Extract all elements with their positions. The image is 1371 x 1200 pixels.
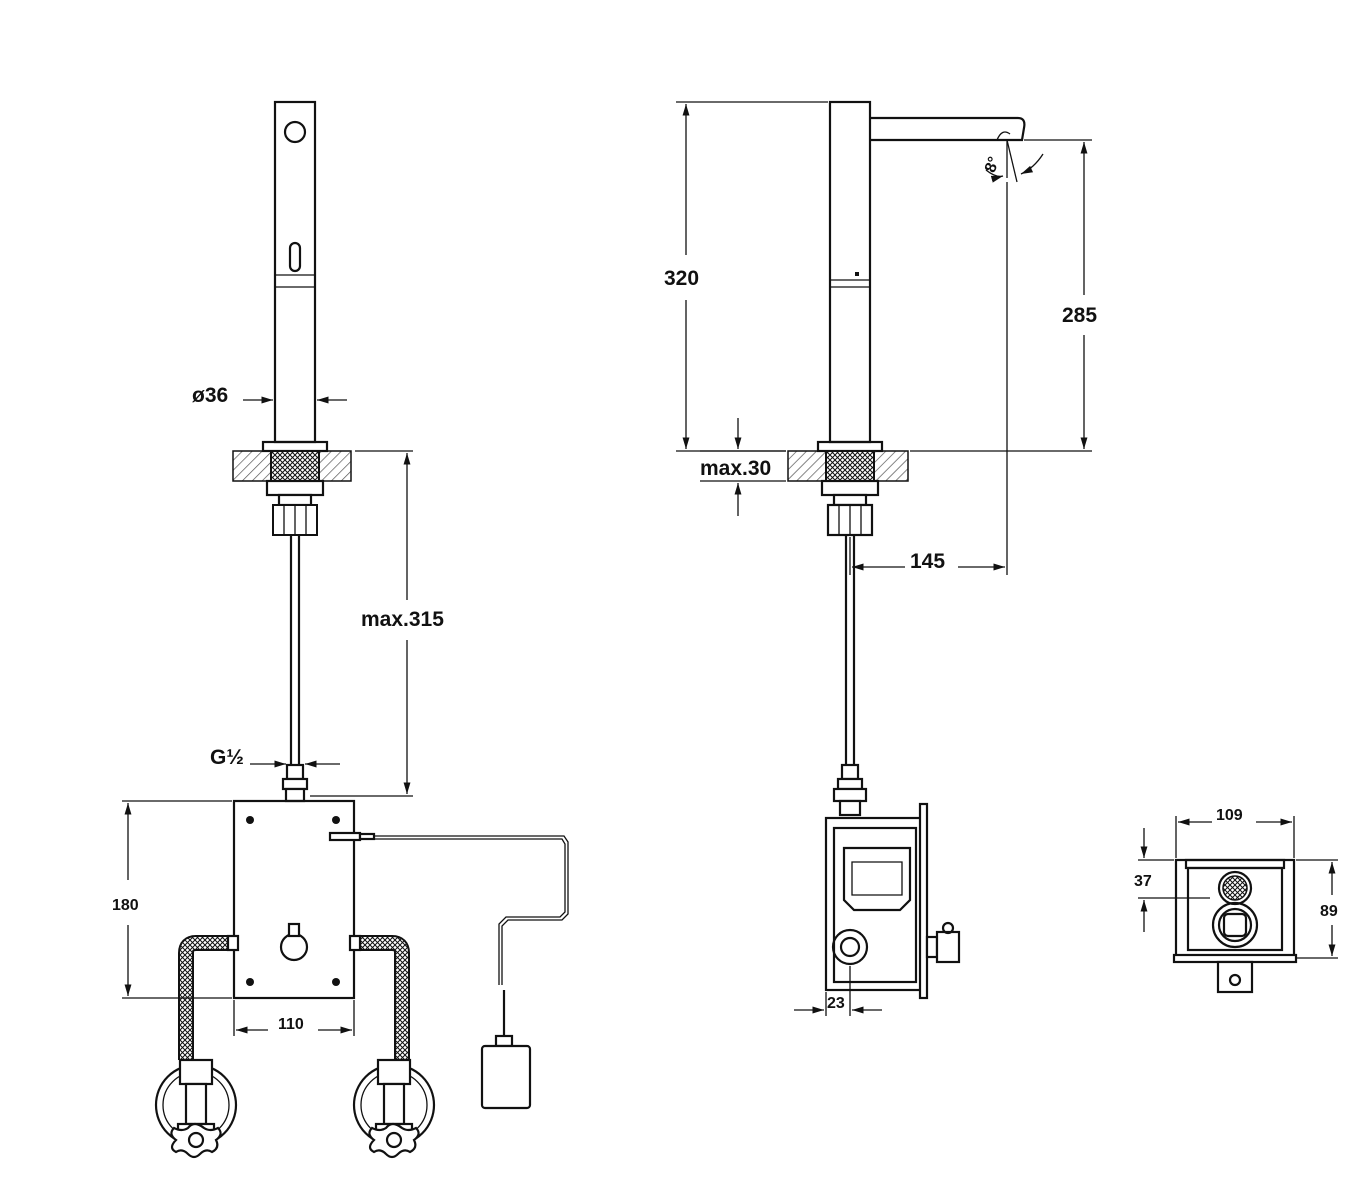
indicator-slot: [288, 241, 302, 273]
side-view: 8°: [664, 100, 1097, 1016]
dim-109: 109: [1216, 807, 1243, 824]
sensor-window-icon: [283, 120, 307, 144]
front-view: ø36 max.315 G½ 180 110: [112, 100, 569, 1159]
dim-89: 89: [1320, 903, 1338, 920]
box-top-view: 109 37 89: [1134, 807, 1338, 994]
dim-285: 285: [1062, 304, 1097, 327]
dim-145: 145: [910, 550, 945, 573]
control-box-front: [232, 799, 356, 1000]
dim-g-half: G½: [210, 746, 244, 769]
faucet-body-side: [828, 100, 872, 444]
dim-110: 110: [278, 1016, 304, 1033]
control-box-side: [824, 802, 961, 1000]
dim-23: 23: [827, 995, 845, 1012]
dim-max-315: max.315: [361, 608, 444, 631]
dim-diameter-36: ø36: [192, 384, 228, 407]
angle-valve-right: [352, 1058, 436, 1159]
top-port-lower: [1211, 901, 1259, 949]
dim-180: 180: [112, 897, 139, 914]
spout: [870, 116, 1026, 142]
dim-320: 320: [664, 267, 699, 290]
power-supply-box: [480, 1044, 532, 1110]
dim-37: 37: [1134, 873, 1152, 890]
dim-angle-8: 8°: [982, 155, 1003, 175]
dim-max-30: max.30: [700, 457, 771, 480]
angle-valve-left: [154, 1058, 238, 1159]
valve-spindle: [279, 932, 309, 962]
